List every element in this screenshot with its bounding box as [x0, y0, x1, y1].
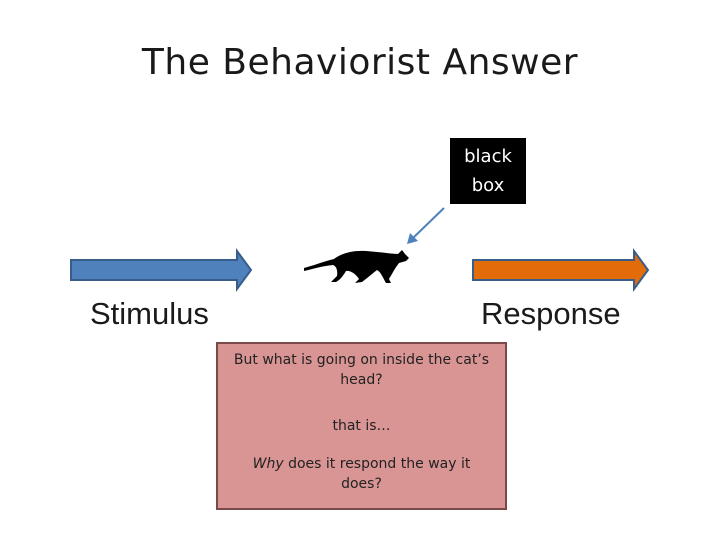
- note-question: But what is going on inside the cat’s he…: [232, 350, 491, 390]
- stimulus-label: Stimulus: [90, 296, 209, 332]
- response-label: Response: [481, 296, 621, 332]
- note-why: Why does it respond the way it does?: [232, 454, 491, 494]
- stimulus-arrow: [71, 251, 251, 289]
- response-arrow: [473, 251, 648, 289]
- note-that-is: that is…: [232, 416, 491, 436]
- note-why-emphasis: Why: [253, 456, 284, 472]
- question-note-box: But what is going on inside the cat’s he…: [216, 342, 507, 510]
- note-why-rest: does it respond the way it does?: [284, 456, 471, 492]
- pointer-arrow: [407, 208, 444, 244]
- cat-silhouette-icon: [304, 250, 409, 283]
